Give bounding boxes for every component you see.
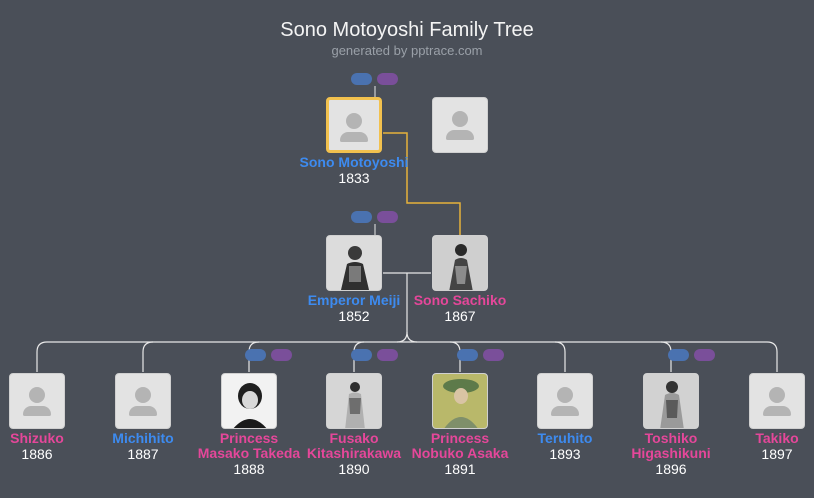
portrait-icon (327, 374, 381, 428)
avatar[interactable] (537, 373, 593, 429)
person-fusako[interactable]: Fusako Kitashirakawa 1890 (299, 373, 409, 477)
expand-siblings-button[interactable] (377, 73, 398, 85)
person-michihito[interactable]: Michihito 1887 (88, 373, 198, 462)
birth-year: 1886 (21, 446, 53, 462)
portrait-image[interactable] (432, 235, 488, 291)
avatar[interactable] (115, 373, 171, 429)
portrait-image[interactable] (432, 373, 488, 429)
portrait-icon (327, 236, 381, 290)
expand-siblings-button[interactable] (377, 349, 398, 361)
avatar[interactable] (749, 373, 805, 429)
expand-siblings-button[interactable] (271, 349, 292, 361)
person-masako[interactable]: Princess Masako Takeda 1888 (194, 373, 304, 477)
expand-parents-button[interactable] (245, 349, 266, 361)
birth-year: 1893 (549, 446, 581, 462)
expand-parents-button[interactable] (457, 349, 478, 361)
avatar[interactable] (9, 373, 65, 429)
child-drop-michihito (142, 341, 154, 372)
person-placeholder-icon (346, 113, 362, 129)
person-teruhito[interactable]: Teruhito 1893 (510, 373, 620, 462)
person-placeholder-icon (135, 387, 151, 403)
expand-siblings-button[interactable] (377, 211, 398, 223)
person-name[interactable]: Toshiko Higashikuni (631, 430, 711, 461)
portrait-image[interactable] (326, 235, 382, 291)
page-subtitle: generated by pptrace.com (331, 43, 483, 58)
person-name[interactable]: Princess Nobuko Asaka (411, 430, 509, 461)
birth-year: 1833 (338, 170, 370, 186)
person-name[interactable]: Sono Sachiko (413, 292, 507, 308)
birth-year: 1867 (444, 308, 476, 324)
person-name[interactable]: Princess Masako Takeda (197, 430, 301, 461)
expand-parents-button[interactable] (668, 349, 689, 361)
children-trunk-right (406, 331, 418, 343)
portrait-icon (644, 374, 698, 428)
person-name[interactable]: Michihito (112, 430, 174, 446)
portrait-image[interactable] (643, 373, 699, 429)
birth-year: 1852 (338, 308, 370, 324)
child-drop-takiko (766, 341, 778, 372)
spouse-connector-highlight (383, 132, 461, 235)
person-nobuko[interactable]: Princess Nobuko Asaka 1891 (405, 373, 515, 477)
portrait-image[interactable] (221, 373, 277, 429)
person-name[interactable]: Shizuko (10, 430, 64, 446)
avatar[interactable] (326, 97, 382, 153)
person-name[interactable]: Teruhito (537, 430, 593, 446)
expand-parents-button[interactable] (351, 349, 372, 361)
person-sono-motoyoshi[interactable]: Sono Motoyoshi 1833 (299, 97, 409, 186)
person-toshiko[interactable]: Toshiko Higashikuni 1896 (616, 373, 726, 477)
person-takiko[interactable]: Takiko 1897 (722, 373, 814, 462)
person-placeholder-icon (557, 387, 573, 403)
birth-year: 1897 (761, 446, 793, 462)
child-drop-teruhito (554, 341, 566, 372)
expand-siblings-button[interactable] (483, 349, 504, 361)
portrait-image[interactable] (326, 373, 382, 429)
portrait-icon (222, 374, 276, 428)
birth-year: 1888 (233, 461, 265, 477)
portrait-icon (433, 236, 487, 290)
person-placeholder-icon (29, 387, 45, 403)
person-spouse[interactable] (405, 97, 515, 153)
expand-siblings-button[interactable] (694, 349, 715, 361)
expand-parents-button[interactable] (351, 73, 372, 85)
person-emperor-meiji[interactable]: Emperor Meiji 1852 (299, 235, 409, 324)
person-placeholder-icon (769, 387, 785, 403)
person-name[interactable]: Emperor Meiji (307, 292, 401, 308)
birth-year: 1890 (338, 461, 370, 477)
person-sono-sachiko[interactable]: Sono Sachiko 1867 (405, 235, 515, 324)
person-shizuko[interactable]: Shizuko 1886 (0, 373, 92, 462)
person-name[interactable]: Sono Motoyoshi (299, 154, 409, 170)
avatar[interactable] (432, 97, 488, 153)
birth-year: 1891 (444, 461, 476, 477)
page-title: Sono Motoyoshi Family Tree (280, 19, 534, 41)
birth-year: 1896 (655, 461, 687, 477)
expand-parents-button[interactable] (351, 211, 372, 223)
person-name[interactable]: Fusako Kitashirakawa (306, 430, 402, 461)
birth-year: 1887 (127, 446, 159, 462)
child-drop-shizuko (36, 341, 48, 372)
portrait-icon (433, 374, 487, 428)
person-placeholder-icon (452, 111, 468, 127)
person-name[interactable]: Takiko (755, 430, 799, 446)
